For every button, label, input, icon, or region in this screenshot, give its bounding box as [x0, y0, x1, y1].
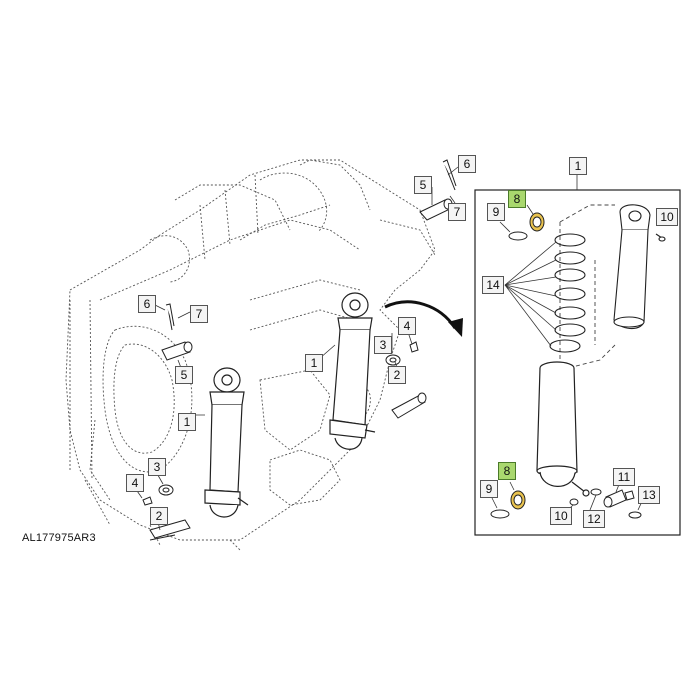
callout-9-detail-top: 9 — [487, 203, 505, 221]
callout-1-detail: 1 — [569, 157, 587, 175]
detail-oring-top — [499, 221, 528, 241]
callout-8-detail-bottom: 8 — [498, 462, 516, 480]
callout-5-left: 5 — [175, 366, 193, 384]
callout-9-detail-bottom: 9 — [480, 480, 498, 498]
figure-id-label: AL177975AR3 — [22, 532, 96, 544]
hardware-left — [142, 484, 191, 541]
detail-seal-rings — [549, 233, 586, 353]
detail-rod-tube — [613, 204, 666, 330]
detail-box — [474, 189, 681, 536]
callout-14-detail: 14 — [482, 276, 504, 294]
callout-6-left: 6 — [138, 295, 156, 313]
callout-11-detail: 11 — [613, 468, 635, 486]
detail-small-parts — [567, 481, 646, 519]
callout-4-middle: 4 — [398, 317, 416, 335]
hardware-middle — [385, 341, 427, 419]
callout-2-left: 2 — [150, 507, 168, 525]
callout-1-left: 1 — [178, 413, 196, 431]
callout-3-left: 3 — [148, 458, 166, 476]
callout-6-top: 6 — [458, 155, 476, 173]
arrow-to-detail — [384, 300, 463, 337]
callout-13-detail: 13 — [638, 486, 660, 504]
pin-left — [161, 303, 193, 361]
callout-5-top: 5 — [414, 176, 432, 194]
dashed-housing-outline — [559, 204, 616, 371]
callout-10-detail-top: 10 — [656, 208, 678, 226]
callout-7-top: 7 — [448, 203, 466, 221]
tractor-housing-outline — [65, 159, 436, 551]
leader-lines-main — [134, 166, 459, 531]
detail-seal-top-highlight — [526, 204, 545, 232]
callout-1-middle: 1 — [305, 354, 323, 372]
callout-8-detail-top: 8 — [508, 190, 526, 208]
callout-3-middle: 3 — [374, 336, 392, 354]
callout-4-left: 4 — [126, 474, 144, 492]
callout-2-middle: 2 — [388, 366, 406, 384]
callout-10-detail-bottom: 10 — [550, 507, 572, 525]
detail-seal-bottom — [490, 481, 526, 519]
leader-lines-14 — [504, 241, 557, 347]
callout-7-left: 7 — [190, 305, 208, 323]
hydraulic-cylinder-left — [204, 367, 249, 518]
callout-12-detail: 12 — [583, 510, 605, 528]
detail-cylinder-barrel — [536, 361, 590, 497]
hydraulic-cylinder-middle — [329, 292, 376, 450]
